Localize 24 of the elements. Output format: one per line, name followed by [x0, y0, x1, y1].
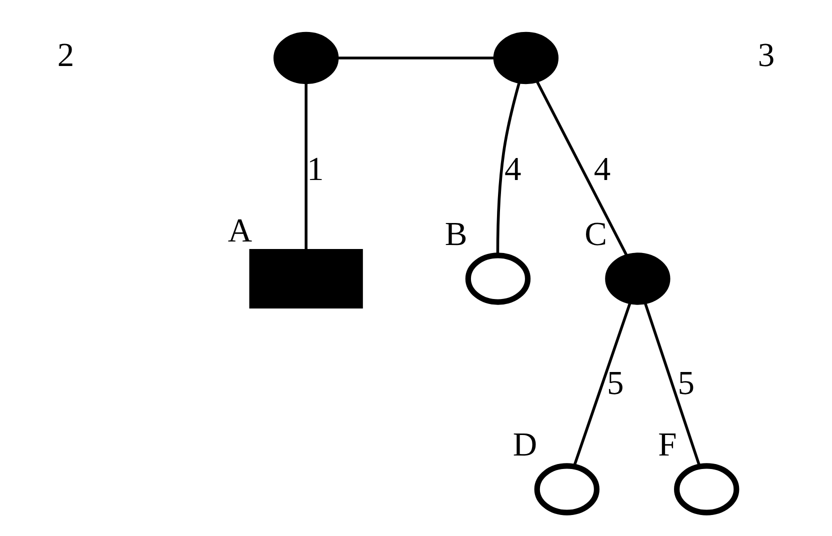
connector [643, 301, 701, 466]
node-label: A [228, 212, 252, 249]
node-circle [534, 462, 600, 515]
edge-label: 5 [678, 364, 695, 402]
node-circle [605, 252, 670, 304]
node-label: F [658, 426, 677, 464]
edge-label: 5 [606, 364, 624, 402]
edge-label: 4 [594, 150, 611, 188]
node-box [249, 248, 363, 308]
node-circle [674, 462, 740, 515]
node-circle [273, 31, 339, 84]
node-circle [493, 31, 559, 84]
edge-label: 4 [504, 150, 522, 188]
node-label: D [512, 426, 538, 464]
label: 2 [57, 36, 74, 74]
connector [572, 301, 632, 466]
connector [535, 78, 628, 256]
node-label: C [584, 216, 607, 253]
node-label: B [444, 216, 468, 253]
node-circle [465, 252, 531, 304]
label: 3 [758, 36, 775, 74]
edge-label: 1 [307, 150, 324, 188]
connector [496, 80, 521, 254]
connector [336, 56, 496, 59]
